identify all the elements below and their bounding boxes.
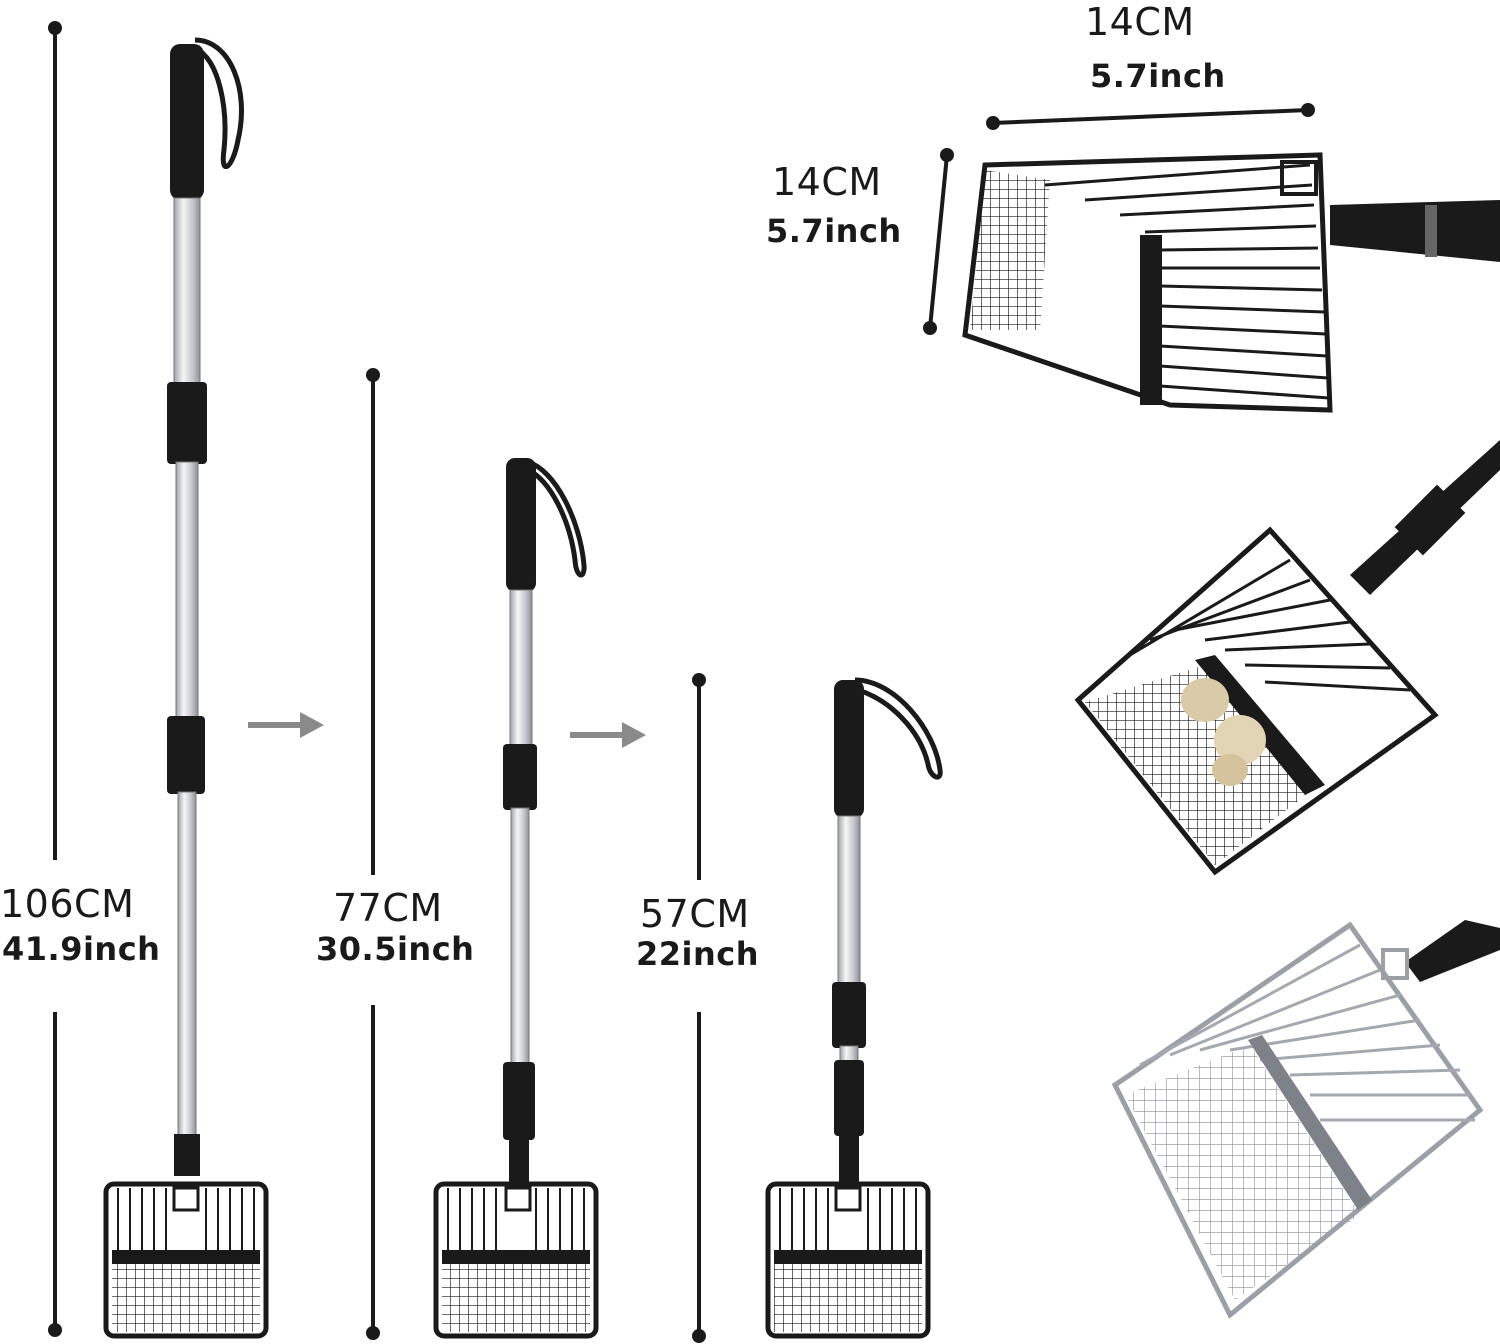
length-57-inch-label: 22inch: [636, 935, 760, 973]
arrow-right-icon: [248, 712, 324, 738]
scoop-dimension-lines: [923, 103, 1315, 335]
twist-lock: [834, 1060, 864, 1136]
waste-clump: [1214, 715, 1266, 765]
length-77-cm-label: 77CM: [333, 886, 443, 930]
handle-grip: [170, 44, 204, 200]
waste-clump: [1212, 754, 1248, 786]
scoop-width-cm-label: 14CM: [1085, 0, 1195, 44]
wrist-strap: [854, 677, 943, 780]
wrist-strap: [193, 37, 244, 170]
scoop-width-inch-label: 5.7inch: [1090, 57, 1226, 95]
length-77-inch-label: 30.5inch: [316, 930, 475, 968]
scoop-detail-black-side: [962, 152, 1500, 413]
wrist-strap: [526, 459, 587, 578]
length-106-cm-label: 106CM: [0, 882, 135, 926]
scoop-tool-57cm: [765, 677, 943, 1339]
twist-lock: [167, 382, 207, 464]
scoop-detail-with-waste: [1074, 440, 1500, 876]
arrow-right-icon: [570, 722, 646, 748]
measure-line-106cm: [48, 21, 62, 1337]
scoop-height-cm-label: 14CM: [772, 160, 882, 204]
scoop-detail-chrome: [1111, 920, 1500, 1319]
twist-lock: [503, 1062, 535, 1140]
length-106-inch-label: 41.9inch: [2, 930, 161, 968]
length-57-cm-label: 57CM: [640, 892, 750, 936]
twist-lock: [832, 982, 866, 1048]
scoop-height-inch-label: 5.7inch: [766, 212, 902, 250]
waste-clump: [1181, 678, 1229, 722]
handle-grip: [834, 680, 864, 818]
measure-line-77cm: [366, 368, 380, 1340]
handle-grip: [506, 458, 536, 592]
twist-lock: [167, 716, 205, 794]
twist-lock: [503, 744, 537, 810]
scoop-tool-106cm: [103, 37, 269, 1339]
scoop-tool-77cm: [433, 458, 599, 1339]
measure-line-57cm: [692, 673, 706, 1343]
